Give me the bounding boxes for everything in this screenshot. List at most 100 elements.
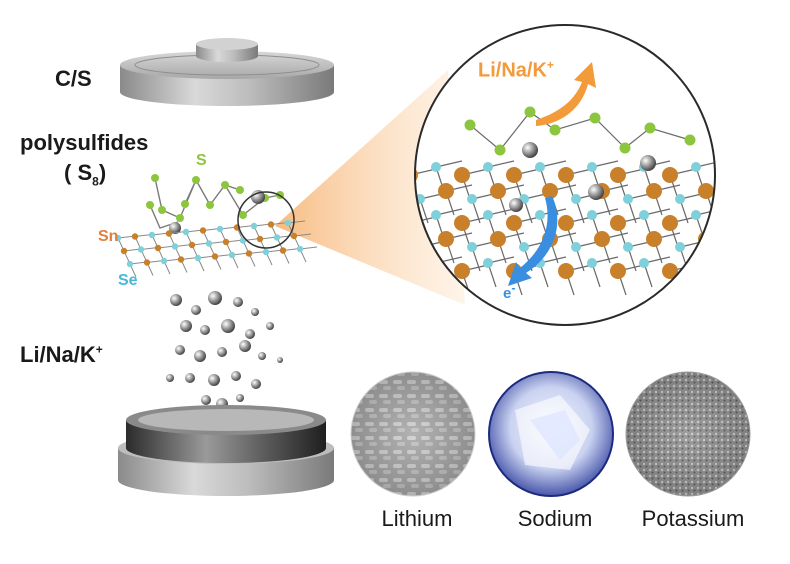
metal-ion-sphere	[277, 357, 283, 363]
selenium-atom	[194, 254, 202, 262]
selenium-atom	[587, 162, 597, 172]
sulfur-atoms	[146, 174, 284, 222]
metal-ion-sphere	[588, 184, 604, 200]
metal-ion-sphere	[251, 379, 261, 389]
selenium-atom	[262, 248, 270, 256]
selenium-atom	[691, 162, 701, 172]
lithium-caption: Lithium	[381, 506, 453, 531]
sulfur-atom	[494, 144, 506, 156]
selenium-atom	[691, 210, 701, 220]
selenium-atom	[587, 258, 597, 268]
metal-ion-sphere	[258, 352, 266, 360]
selenium-atom	[182, 228, 190, 236]
tin-atom	[506, 215, 522, 231]
selenium-atom	[216, 225, 224, 233]
selenium-atom	[148, 231, 156, 239]
selenium-atom	[571, 242, 581, 252]
tin-atom	[131, 233, 139, 240]
metal-ion-sphere	[245, 329, 255, 339]
metal-ion-sphere	[239, 340, 251, 352]
selenium-atom	[126, 260, 134, 268]
s8-post: )	[98, 160, 107, 185]
selenium-atom	[639, 258, 649, 268]
sulfur-atom	[619, 142, 631, 154]
selenium-atom	[519, 242, 529, 252]
s8-pre: ( S	[64, 160, 93, 185]
metal-ion-sphere	[180, 320, 192, 332]
zoom-beam	[275, 70, 465, 305]
sulfur-atom	[644, 122, 656, 134]
metal-ion-sphere	[200, 325, 210, 335]
tin-atom	[438, 183, 454, 199]
selenium-atom	[467, 194, 477, 204]
ions-sup: +	[95, 342, 103, 357]
sodium-disc	[488, 371, 614, 497]
lithium-disc	[350, 371, 476, 497]
selenium-atom	[137, 246, 145, 253]
anode-cell	[118, 405, 334, 496]
sulfur-atom	[549, 124, 561, 136]
selenium-atom	[571, 194, 581, 204]
tin-atom	[454, 215, 470, 231]
metal-ion-sphere	[208, 374, 220, 386]
selenium-atom	[250, 222, 258, 230]
metal-ion-sphere	[221, 319, 235, 333]
sulfur-atom	[464, 119, 476, 131]
tin-label: Sn	[98, 228, 119, 245]
selenium-atom	[535, 162, 545, 172]
potassium-caption: Potassium	[641, 506, 745, 531]
sulfur-atom	[524, 106, 536, 118]
tin-atom	[698, 183, 714, 199]
ion-arrow	[536, 62, 596, 126]
tin-atom	[279, 247, 287, 254]
metal-ion-sphere	[251, 308, 259, 316]
tin-atom	[542, 183, 558, 199]
selenium-atom	[467, 242, 477, 252]
metal-ion-sphere	[208, 291, 222, 305]
tin-atom	[662, 167, 678, 183]
metal-ion-sphere	[201, 395, 211, 405]
tin-atom	[245, 250, 253, 257]
sodium-caption: Sodium	[517, 506, 593, 531]
selenium-atom	[483, 162, 493, 172]
selenium-atom	[273, 234, 281, 241]
metal-ion-sphere	[266, 322, 274, 330]
selenium-atom	[431, 162, 441, 172]
tin-atom	[188, 241, 196, 249]
tin-atom	[438, 231, 454, 247]
tin-atom	[646, 231, 662, 247]
selenium-atom	[228, 251, 236, 259]
falling-ions	[166, 291, 283, 410]
electron-sup: -	[511, 281, 516, 295]
metal-ion-sphere	[640, 155, 656, 171]
zoom-ion-sup: +	[546, 58, 554, 72]
tin-atom	[646, 183, 662, 199]
tin-atom	[594, 231, 610, 247]
selenium-atom	[587, 210, 597, 220]
adsorbed-ions	[169, 190, 265, 234]
magnifier-circle	[237, 191, 295, 249]
metal-ion-sphere	[509, 198, 523, 212]
tin-atom	[454, 263, 470, 279]
sulfur-atom	[589, 112, 601, 124]
selenium-atom	[691, 258, 701, 268]
metal-ion-sphere	[231, 371, 241, 381]
selenium-atom	[483, 258, 493, 268]
selenium-atom	[114, 234, 122, 242]
selenium-label: Se	[118, 272, 138, 289]
metal-ion-sphere	[217, 347, 227, 357]
selenium-atom	[205, 240, 213, 247]
tin-atom	[222, 238, 230, 246]
tin-atom	[506, 167, 522, 183]
tin-atom	[610, 215, 626, 231]
metal-ion-sphere	[191, 305, 201, 315]
polysulfides-label: polysulfides ( S8)	[20, 128, 148, 196]
tin-atom	[211, 253, 219, 260]
snse-lattice	[114, 219, 318, 278]
ions-base: Li/Na/K	[20, 342, 96, 367]
selenium-atom	[675, 242, 685, 252]
selenium-atom	[639, 210, 649, 220]
tin-atom	[558, 215, 574, 231]
potassium-disc	[625, 371, 751, 497]
